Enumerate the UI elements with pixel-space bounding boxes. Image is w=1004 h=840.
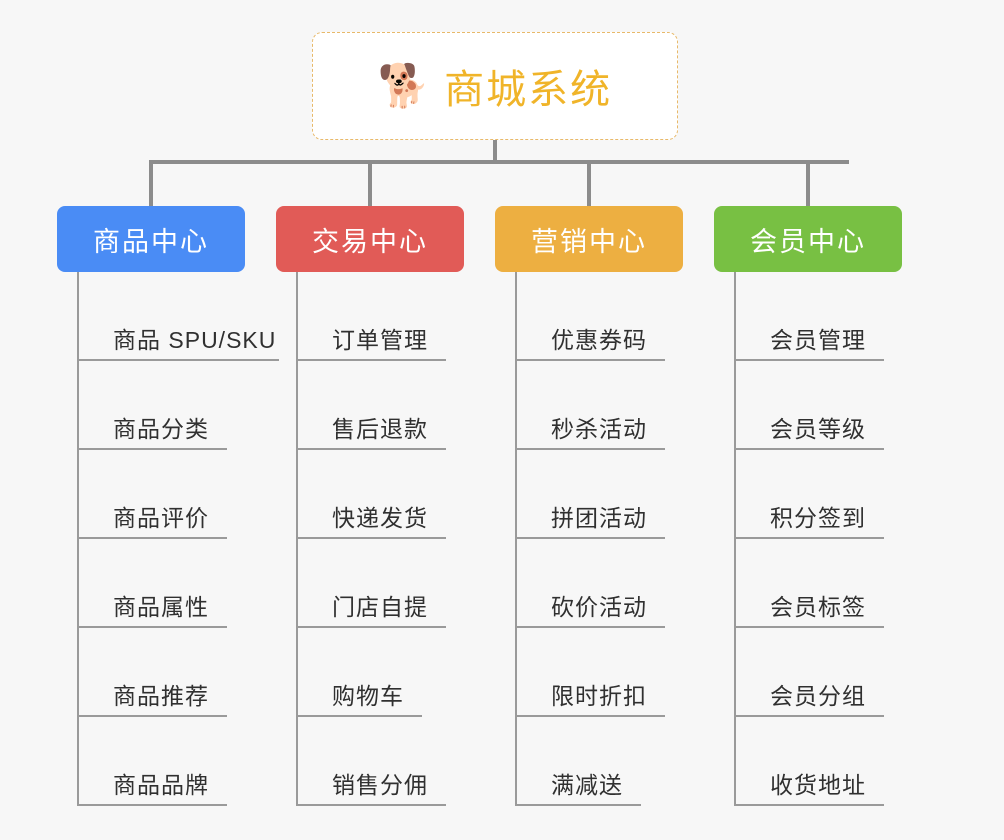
leaf-item-underline xyxy=(736,804,884,806)
leaf-item[interactable]: 限时折扣 xyxy=(517,628,683,717)
leaf-item-underline xyxy=(298,448,446,450)
leaf-item[interactable]: 积分签到 xyxy=(736,450,902,539)
leaf-item-label: 售后退款 xyxy=(332,416,428,442)
leaf-item-underline xyxy=(517,626,665,628)
leaf-item[interactable]: 商品品牌 xyxy=(79,717,245,806)
column-4: 会员中心会员管理会员等级积分签到会员标签会员分组收货地址 xyxy=(714,206,902,806)
leaf-item[interactable]: 销售分佣 xyxy=(298,717,464,806)
leaf-item[interactable]: 购物车 xyxy=(298,628,464,717)
leaf-item-underline xyxy=(298,359,446,361)
leaf-item[interactable]: 售后退款 xyxy=(298,361,464,450)
shiba-inu-dog-face-icon: 🐕 xyxy=(377,62,431,109)
column-header-label: 交易中心 xyxy=(312,226,428,257)
leaf-item[interactable]: 会员等级 xyxy=(736,361,902,450)
leaf-item-underline xyxy=(298,804,446,806)
leaf-item[interactable]: 收货地址 xyxy=(736,717,902,806)
column-header-4[interactable]: 会员中心 xyxy=(714,206,902,272)
connector-drop-4 xyxy=(806,160,810,206)
leaf-item-label: 门店自提 xyxy=(332,594,428,620)
leaf-item-underline xyxy=(517,804,641,806)
leaf-item[interactable]: 拼团活动 xyxy=(517,450,683,539)
leaf-item[interactable]: 商品推荐 xyxy=(79,628,245,717)
leaf-item-label: 优惠券码 xyxy=(551,327,647,353)
leaf-item-underline xyxy=(517,359,665,361)
column-2: 交易中心订单管理售后退款快递发货门店自提购物车销售分佣 xyxy=(276,206,464,806)
leaf-item-underline xyxy=(298,537,446,539)
leaf-item-label: 限时折扣 xyxy=(551,683,647,709)
column-branch-line-2: 订单管理售后退款快递发货门店自提购物车销售分佣 xyxy=(296,272,464,806)
leaf-item-label: 砍价活动 xyxy=(551,594,647,620)
leaf-item[interactable]: 商品 SPU/SKU xyxy=(79,272,279,361)
column-branch-line-1: 商品 SPU/SKU 商品分类商品评价商品属性商品推荐商品品牌 xyxy=(77,272,279,806)
root-title: 商城系统 xyxy=(444,68,613,112)
leaf-item[interactable]: 会员分组 xyxy=(736,628,902,717)
leaf-item-label: 会员分组 xyxy=(770,683,866,709)
connector-drop-3 xyxy=(587,160,591,206)
column-header-label: 商品中心 xyxy=(93,226,209,257)
leaf-item-underline xyxy=(79,537,227,539)
leaf-item[interactable]: 会员管理 xyxy=(736,272,902,361)
column-header-3[interactable]: 营销中心 xyxy=(495,206,683,272)
leaf-item-label: 订单管理 xyxy=(332,327,428,353)
leaf-item-label: 商品分类 xyxy=(113,416,209,442)
leaf-item[interactable]: 门店自提 xyxy=(298,539,464,628)
column-branch-line-3: 优惠券码秒杀活动拼团活动砍价活动限时折扣满减送 xyxy=(515,272,683,806)
column-header-label: 会员中心 xyxy=(750,226,866,257)
leaf-item[interactable]: 优惠券码 xyxy=(517,272,683,361)
leaf-item-label: 积分签到 xyxy=(770,505,866,531)
connector-root-stem xyxy=(493,140,497,162)
column-header-label: 营销中心 xyxy=(531,226,647,257)
leaf-item-label: 会员等级 xyxy=(770,416,866,442)
leaf-item-underline xyxy=(79,626,227,628)
leaf-item-label: 销售分佣 xyxy=(332,772,428,798)
leaf-item-underline xyxy=(79,448,227,450)
leaf-item[interactable]: 订单管理 xyxy=(298,272,464,361)
leaf-item-underline xyxy=(736,537,884,539)
leaf-item[interactable]: 满减送 xyxy=(517,717,683,806)
leaf-item-underline xyxy=(736,715,884,717)
leaf-item-underline xyxy=(517,537,665,539)
connector-drop-1 xyxy=(149,160,153,206)
leaf-item-underline xyxy=(736,448,884,450)
connector-drop-2 xyxy=(368,160,372,206)
leaf-item-underline xyxy=(736,626,884,628)
leaf-item-underline xyxy=(736,359,884,361)
leaf-item-label: 秒杀活动 xyxy=(551,416,647,442)
column-header-2[interactable]: 交易中心 xyxy=(276,206,464,272)
column-1: 商品中心商品 SPU/SKU 商品分类商品评价商品属性商品推荐商品品牌 xyxy=(57,206,279,806)
leaf-item-label: 会员管理 xyxy=(770,327,866,353)
leaf-item-label: 购物车 xyxy=(332,683,404,709)
leaf-item-label: 商品品牌 xyxy=(113,772,209,798)
leaf-item-label: 商品 SPU/SKU xyxy=(113,327,277,353)
leaf-item[interactable]: 砍价活动 xyxy=(517,539,683,628)
leaf-item[interactable]: 秒杀活动 xyxy=(517,361,683,450)
column-3: 营销中心优惠券码秒杀活动拼团活动砍价活动限时折扣满减送 xyxy=(495,206,683,806)
leaf-item-underline xyxy=(298,715,422,717)
column-header-1[interactable]: 商品中心 xyxy=(57,206,245,272)
leaf-item-underline xyxy=(79,804,227,806)
leaf-item[interactable]: 商品评价 xyxy=(79,450,245,539)
leaf-item-underline xyxy=(298,626,446,628)
leaf-item[interactable]: 会员标签 xyxy=(736,539,902,628)
leaf-item-label: 商品推荐 xyxy=(113,683,209,709)
leaf-item-label: 快递发货 xyxy=(332,505,428,531)
column-branch-line-4: 会员管理会员等级积分签到会员标签会员分组收货地址 xyxy=(734,272,902,806)
leaf-item-underline xyxy=(517,448,665,450)
leaf-item-label: 商品评价 xyxy=(113,505,209,531)
leaf-item-underline xyxy=(517,715,665,717)
leaf-item[interactable]: 快递发货 xyxy=(298,450,464,539)
leaf-item-label: 满减送 xyxy=(551,772,623,798)
connector-horizontal-bus xyxy=(149,160,849,164)
leaf-item-label: 收货地址 xyxy=(770,772,866,798)
leaf-item-label: 会员标签 xyxy=(770,594,866,620)
leaf-item[interactable]: 商品分类 xyxy=(79,361,245,450)
leaf-item-underline xyxy=(79,359,279,361)
leaf-item-label: 拼团活动 xyxy=(551,505,647,531)
leaf-item-underline xyxy=(79,715,227,717)
leaf-item[interactable]: 商品属性 xyxy=(79,539,245,628)
root-node[interactable]: 🐕 商城系统 xyxy=(312,32,678,140)
leaf-item-label: 商品属性 xyxy=(113,594,209,620)
